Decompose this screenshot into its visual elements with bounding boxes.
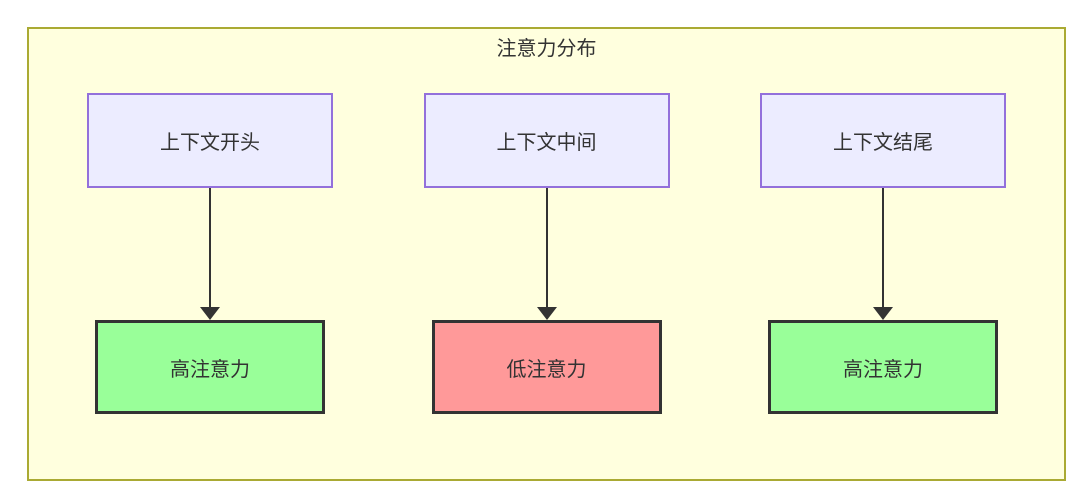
diagram-columns: 上下文开头 高注意力 上下文中间 低注意力 上下文结尾 — [29, 93, 1064, 414]
arrowhead-icon — [536, 307, 557, 320]
high-attention-node: 高注意力 — [768, 320, 998, 414]
attention-distribution-cluster: 注意力分布 上下文开头 高注意力 上下文中间 低注意力 上下文结尾 — [27, 27, 1066, 481]
column-context-middle: 上下文中间 低注意力 — [423, 93, 670, 414]
context-end-node: 上下文结尾 — [760, 93, 1006, 188]
high-attention-node: 高注意力 — [95, 320, 325, 414]
arrow-line — [545, 188, 548, 307]
column-context-begin: 上下文开头 高注意力 — [87, 93, 333, 414]
arrow-line — [882, 188, 884, 307]
down-arrow — [536, 188, 557, 320]
down-arrow — [873, 188, 893, 320]
low-attention-node: 低注意力 — [431, 320, 662, 414]
diagram-title: 注意力分布 — [496, 38, 597, 60]
context-middle-node: 上下文中间 — [423, 93, 670, 188]
arrowhead-icon — [873, 307, 893, 320]
column-context-end: 上下文结尾 高注意力 — [760, 93, 1006, 414]
arrow-line — [209, 188, 211, 307]
context-begin-node: 上下文开头 — [87, 93, 333, 188]
down-arrow — [200, 188, 220, 320]
arrowhead-icon — [200, 307, 220, 320]
